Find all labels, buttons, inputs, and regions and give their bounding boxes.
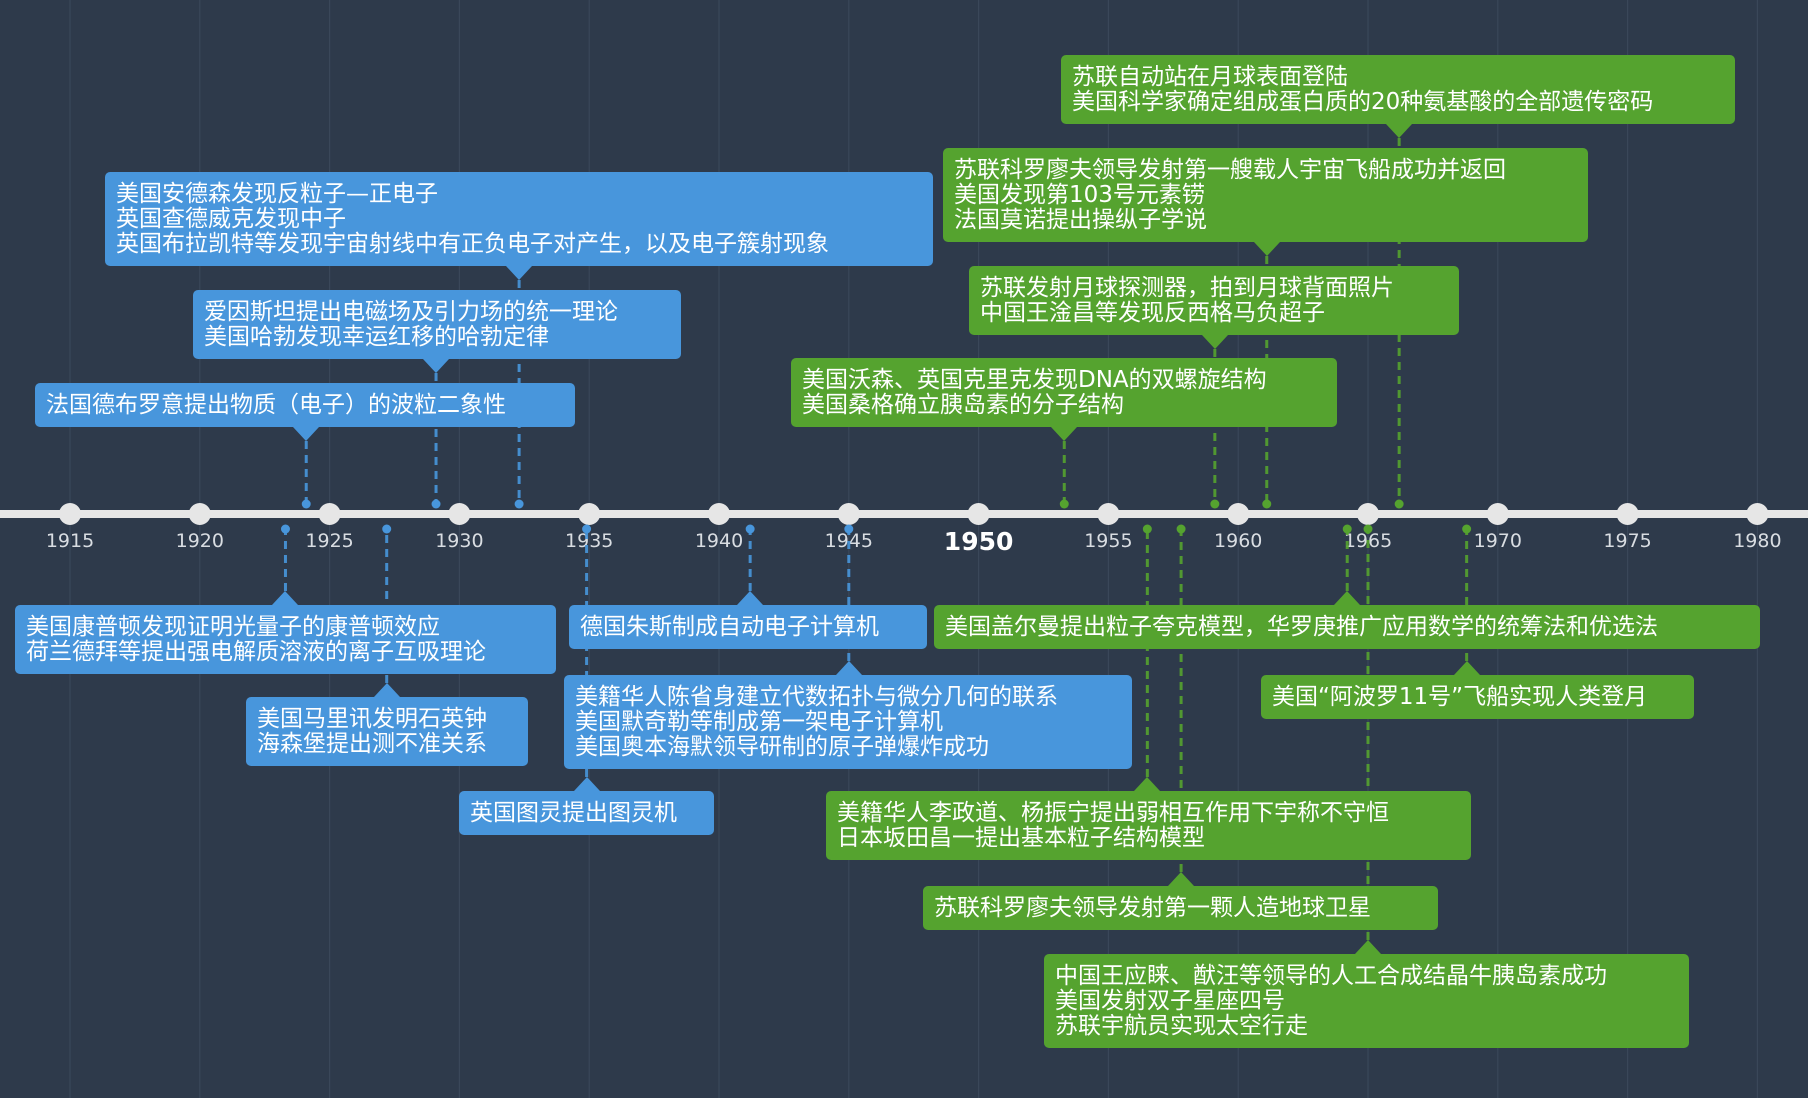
tick-marker	[1616, 503, 1639, 525]
event-card: 法国德布罗意提出物质（电子）的波粒二象性	[35, 383, 575, 441]
event-text: 英国布拉凯特等发现宇宙射线中有正负电子对产生，以及电子簇射现象	[116, 231, 829, 257]
tick-marker	[318, 503, 341, 525]
event-card: 苏联科罗廖夫领导发射第一颗人造地球卫星	[923, 872, 1438, 930]
tick-marker	[578, 503, 601, 525]
tick-label: 1975	[1603, 530, 1651, 552]
event-text: 苏联自动站在月球表面登陆	[1072, 64, 1348, 90]
event-dot	[1394, 499, 1404, 509]
event-text: 英国图灵提出图灵机	[470, 800, 677, 826]
event-text: 法国莫诺提出操纵子学说	[954, 207, 1207, 233]
tick-marker	[1746, 503, 1769, 525]
event-dot	[1210, 499, 1220, 509]
event-text: 美国桑格确立胰岛素的分子结构	[802, 392, 1124, 418]
tick-marker	[1357, 503, 1379, 525]
event-card: 爱因斯坦提出电磁场及引力场的统一理论美国哈勃发现幸运红移的哈勃定律	[193, 290, 681, 373]
event-dot	[1462, 524, 1472, 534]
event-text: 美国盖尔曼提出粒子夸克模型，华罗庚推广应用数学的统筹法和优选法	[945, 614, 1658, 640]
tick-marker	[59, 503, 81, 525]
event-dot	[844, 524, 854, 534]
event-text: 苏联科罗廖夫领导发射第一颗人造地球卫星	[934, 895, 1371, 921]
tick-label: 1980	[1733, 530, 1781, 552]
event-text: 日本坂田昌一提出基本粒子结构模型	[837, 825, 1205, 851]
event-card: 苏联自动站在月球表面登陆美国科学家确定组成蛋白质的20种氨基酸的全部遗传密码	[1061, 55, 1735, 138]
tick-marker	[1227, 503, 1250, 525]
event-dot	[1142, 524, 1152, 534]
event-text: 美国默奇勒等制成第一架电子计算机	[575, 709, 943, 735]
event-text: 美国哈勃发现幸运红移的哈勃定律	[204, 324, 549, 350]
event-text: 美国康普顿发现证明光量子的康普顿效应	[26, 614, 440, 640]
tick-label: 1940	[695, 530, 743, 552]
tick-marker	[1097, 503, 1120, 525]
event-text: 美籍华人李政道、杨振宁提出弱相互作用下宇称不守恒	[837, 800, 1389, 826]
event-text: 美国发现第103号元素铹	[954, 182, 1205, 208]
event-text: 爱因斯坦提出电磁场及引力场的统一理论	[204, 299, 618, 325]
tick-marker	[967, 503, 990, 525]
event-dot	[1342, 524, 1352, 534]
tick-label: 1915	[46, 530, 94, 552]
event-text: 中国王淦昌等发现反西格马负超子	[980, 300, 1325, 326]
event-card: 美国马里讯发明石英钟海森堡提出测不准关系	[246, 683, 528, 766]
event-dot	[301, 499, 311, 509]
event-dot	[1363, 524, 1373, 534]
event-text: 美国科学家确定组成蛋白质的20种氨基酸的全部遗传密码	[1072, 89, 1654, 115]
event-card: 美国沃森、英国克里克发现DNA的双螺旋结构美国桑格确立胰岛素的分子结构	[791, 358, 1337, 441]
tick-label: 1925	[305, 530, 353, 552]
event-dot	[1176, 524, 1186, 534]
event-dot	[280, 524, 290, 534]
event-text: 美国沃森、英国克里克发现DNA的双螺旋结构	[802, 367, 1267, 393]
event-card: 苏联发射月球探测器，拍到月球背面照片中国王淦昌等发现反西格马负超子	[969, 266, 1459, 349]
event-text: 美国安德森发现反粒子—正电子	[116, 181, 438, 207]
event-dot	[514, 499, 524, 509]
event-dot	[1262, 499, 1272, 509]
event-dot	[1059, 499, 1069, 509]
event-text: 苏联科罗廖夫领导发射第一艘载人宇宙飞船成功并返回	[954, 157, 1506, 183]
event-text: 美国奥本海默领导研制的原子弹爆炸成功	[575, 734, 989, 760]
tick-label: 1920	[176, 530, 224, 552]
event-card: 美国安德森发现反粒子—正电子英国查德威克发现中子英国布拉凯特等发现宇宙射线中有正…	[105, 172, 933, 280]
event-text: 美国“阿波罗11号”飞船实现人类登月	[1272, 684, 1648, 710]
tick-marker	[708, 503, 730, 525]
event-text: 苏联宇航员实现太空行走	[1055, 1013, 1308, 1039]
tick-marker	[837, 503, 860, 525]
event-text: 海森堡提出测不准关系	[257, 731, 487, 757]
event-card: 美国盖尔曼提出粒子夸克模型，华罗庚推广应用数学的统筹法和优选法	[934, 591, 1760, 649]
event-text: 苏联发射月球探测器，拍到月球背面照片	[980, 275, 1394, 301]
event-card: 德国朱斯制成自动电子计算机	[569, 591, 927, 649]
tick-label: 1930	[435, 530, 483, 552]
event-text: 中国王应睐、猷汪等领导的人工合成结晶牛胰岛素成功	[1055, 963, 1607, 989]
tick-label: 1955	[1084, 530, 1132, 552]
tick-label: 1935	[565, 530, 613, 552]
tick-label: 1960	[1214, 530, 1262, 552]
event-text: 英国查德威克发现中子	[116, 206, 346, 232]
event-text: 法国德布罗意提出物质（电子）的波粒二象性	[46, 392, 506, 418]
event-card: 美籍华人陈省身建立代数拓扑与微分几何的联系美国默奇勒等制成第一架电子计算机美国奥…	[564, 661, 1132, 769]
tick-label: 1950	[944, 527, 1014, 556]
tick-marker	[448, 503, 471, 525]
tick-marker	[188, 503, 211, 525]
event-card: 美国康普顿发现证明光量子的康普顿效应荷兰德拜等提出强电解质溶液的离子互吸理论	[15, 591, 556, 674]
event-text: 德国朱斯制成自动电子计算机	[580, 614, 879, 640]
event-text: 美国发射双子星座四号	[1055, 988, 1285, 1014]
event-text: 美国马里讯发明石英钟	[257, 706, 487, 732]
event-card: 中国王应睐、猷汪等领导的人工合成结晶牛胰岛素成功美国发射双子星座四号苏联宇航员实…	[1044, 940, 1689, 1048]
event-card: 美籍华人李政道、杨振宁提出弱相互作用下宇称不守恒日本坂田昌一提出基本粒子结构模型	[826, 777, 1471, 860]
event-card: 英国图灵提出图灵机	[459, 777, 714, 835]
event-text: 美籍华人陈省身建立代数拓扑与微分几何的联系	[575, 684, 1058, 710]
event-dot	[382, 524, 392, 534]
event-dot	[745, 524, 755, 534]
tick-marker	[1486, 503, 1509, 525]
event-card: 苏联科罗廖夫领导发射第一艘载人宇宙飞船成功并返回美国发现第103号元素铹法国莫诺…	[943, 148, 1588, 256]
event-text: 荷兰德拜等提出强电解质溶液的离子互吸理论	[26, 639, 486, 665]
event-dot	[582, 524, 592, 534]
tick-label: 1970	[1474, 530, 1522, 552]
event-card: 美国“阿波罗11号”飞船实现人类登月	[1261, 661, 1694, 719]
event-dot	[431, 499, 441, 509]
